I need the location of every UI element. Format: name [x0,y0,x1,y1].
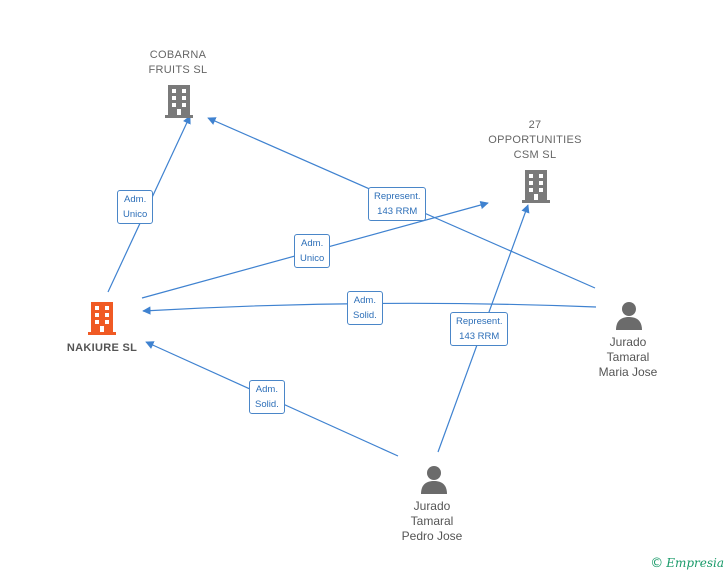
opportunities-building-icon[interactable] [521,169,551,208]
cobarna-label[interactable]: COBARNA FRUITS SL [126,48,230,78]
edge-label-maria-cobarna-role: Represent. [374,191,421,202]
brand-name: Empresia [666,556,724,570]
edge-label-maria-cobarna[interactable]: Represent. 143 RRM [368,187,427,221]
maria-label-line-2: Tamaral [606,350,650,364]
edge-label-pedro-nakiure-role: Adm. [255,384,278,395]
edge-label-pedro-nakiure[interactable]: Adm. Solid. [249,380,285,414]
opportunities-label-line-2: OPPORTUNITIES [488,134,582,146]
opportunities-label-line-3: CSM SL [513,149,557,161]
copyright-symbol: © [650,556,664,571]
nakiure-label-line-1: NAKIURE SL [66,342,138,354]
maria-label[interactable]: Jurado Tamaral Maria Jose [582,335,674,380]
cobarna-label-line-2: FRUITS SL [148,64,208,76]
cobarna-building-icon[interactable] [164,84,194,123]
edge-label-pedro-opportunities-role: Represent. [456,316,503,327]
edge-label-maria-nakiure-detail: Solid. [353,310,377,321]
cobarna-label-line-1: COBARNA [149,49,207,61]
edge-label-nakiure-opportunities-role: Adm. [301,238,324,249]
maria-label-line-3: Maria Jose [598,365,658,379]
pedro-label-line-3: Pedro Jose [401,529,463,543]
edge-label-maria-cobarna-detail: 143 RRM [377,206,418,217]
pedro-person-icon[interactable] [419,464,449,499]
pedro-label-line-1: Jurado [413,499,451,513]
maria-person-icon[interactable] [614,300,644,335]
opportunities-label-line-1: 27 [528,119,542,131]
edge-label-maria-nakiure-role: Adm. [353,295,376,306]
edge-label-nakiure-cobarna-detail: Unico [123,209,148,220]
edge-label-nakiure-opportunities-detail: Unico [300,253,325,264]
pedro-label-line-2: Tamaral [410,514,454,528]
edge-label-pedro-nakiure-detail: Solid. [255,399,279,410]
edge-label-pedro-opportunities[interactable]: Represent. 143 RRM [450,312,509,346]
maria-label-line-1: Jurado [609,335,647,349]
pedro-label[interactable]: Jurado Tamaral Pedro Jose [386,499,478,544]
edge-label-maria-nakiure[interactable]: Adm. Solid. [347,291,383,325]
edge-label-pedro-opportunities-detail: 143 RRM [459,331,500,342]
nakiure-label[interactable]: NAKIURE SL [50,341,154,356]
nakiure-building-icon[interactable] [87,301,117,340]
edge-label-nakiure-cobarna[interactable]: Adm. Unico [117,190,154,224]
empresia-logo[interactable]: ©Empresia [650,556,724,571]
edge-label-nakiure-opportunities[interactable]: Adm. Unico [294,234,331,268]
opportunities-label[interactable]: 27 OPPORTUNITIES CSM SL [470,118,600,163]
edge-label-nakiure-cobarna-role: Adm. [124,194,147,205]
